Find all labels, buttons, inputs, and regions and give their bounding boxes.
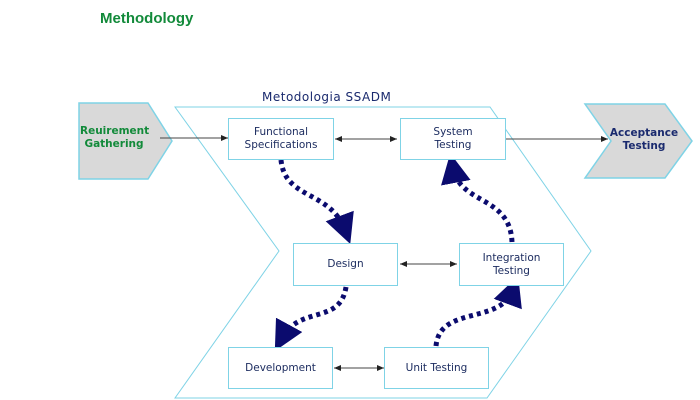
end-label-line1: Acceptance <box>609 127 679 139</box>
flow-arrow-unit-to-integration <box>433 275 522 347</box>
flow-arrow-design-to-development <box>274 286 349 352</box>
end-label-line2: Testing <box>622 140 666 152</box>
node-line: Design <box>327 258 364 270</box>
node-line: System <box>433 126 473 138</box>
node-line: Unit Testing <box>405 361 468 374</box>
group-label: Metodologia SSADM <box>262 90 392 104</box>
node-line: Testing <box>434 139 472 151</box>
node-line: Functional <box>253 126 308 138</box>
start-label-line1: Reuirement <box>80 125 150 137</box>
page-title: Methodology <box>100 10 194 27</box>
node-development[interactable]: Development <box>228 347 333 389</box>
node-unit-testing[interactable]: Unit Testing <box>384 347 489 389</box>
node-design[interactable]: Design <box>293 243 398 286</box>
start-chevron <box>78 102 173 180</box>
node-line: Specifications <box>244 139 318 151</box>
end-chevron <box>583 103 693 179</box>
flow-arrow-integration-to-system <box>441 153 515 243</box>
start-label-line2: Gathering <box>84 138 144 150</box>
end-label: Acceptance Testing <box>605 127 683 153</box>
flow-arrow-functional-to-design <box>278 159 354 245</box>
node-line: Testing <box>493 264 530 277</box>
node-line: Development <box>245 361 316 374</box>
start-label: Reuirement Gathering <box>80 125 150 151</box>
node-line: Integration <box>482 251 541 264</box>
group-chevron <box>174 106 592 399</box>
